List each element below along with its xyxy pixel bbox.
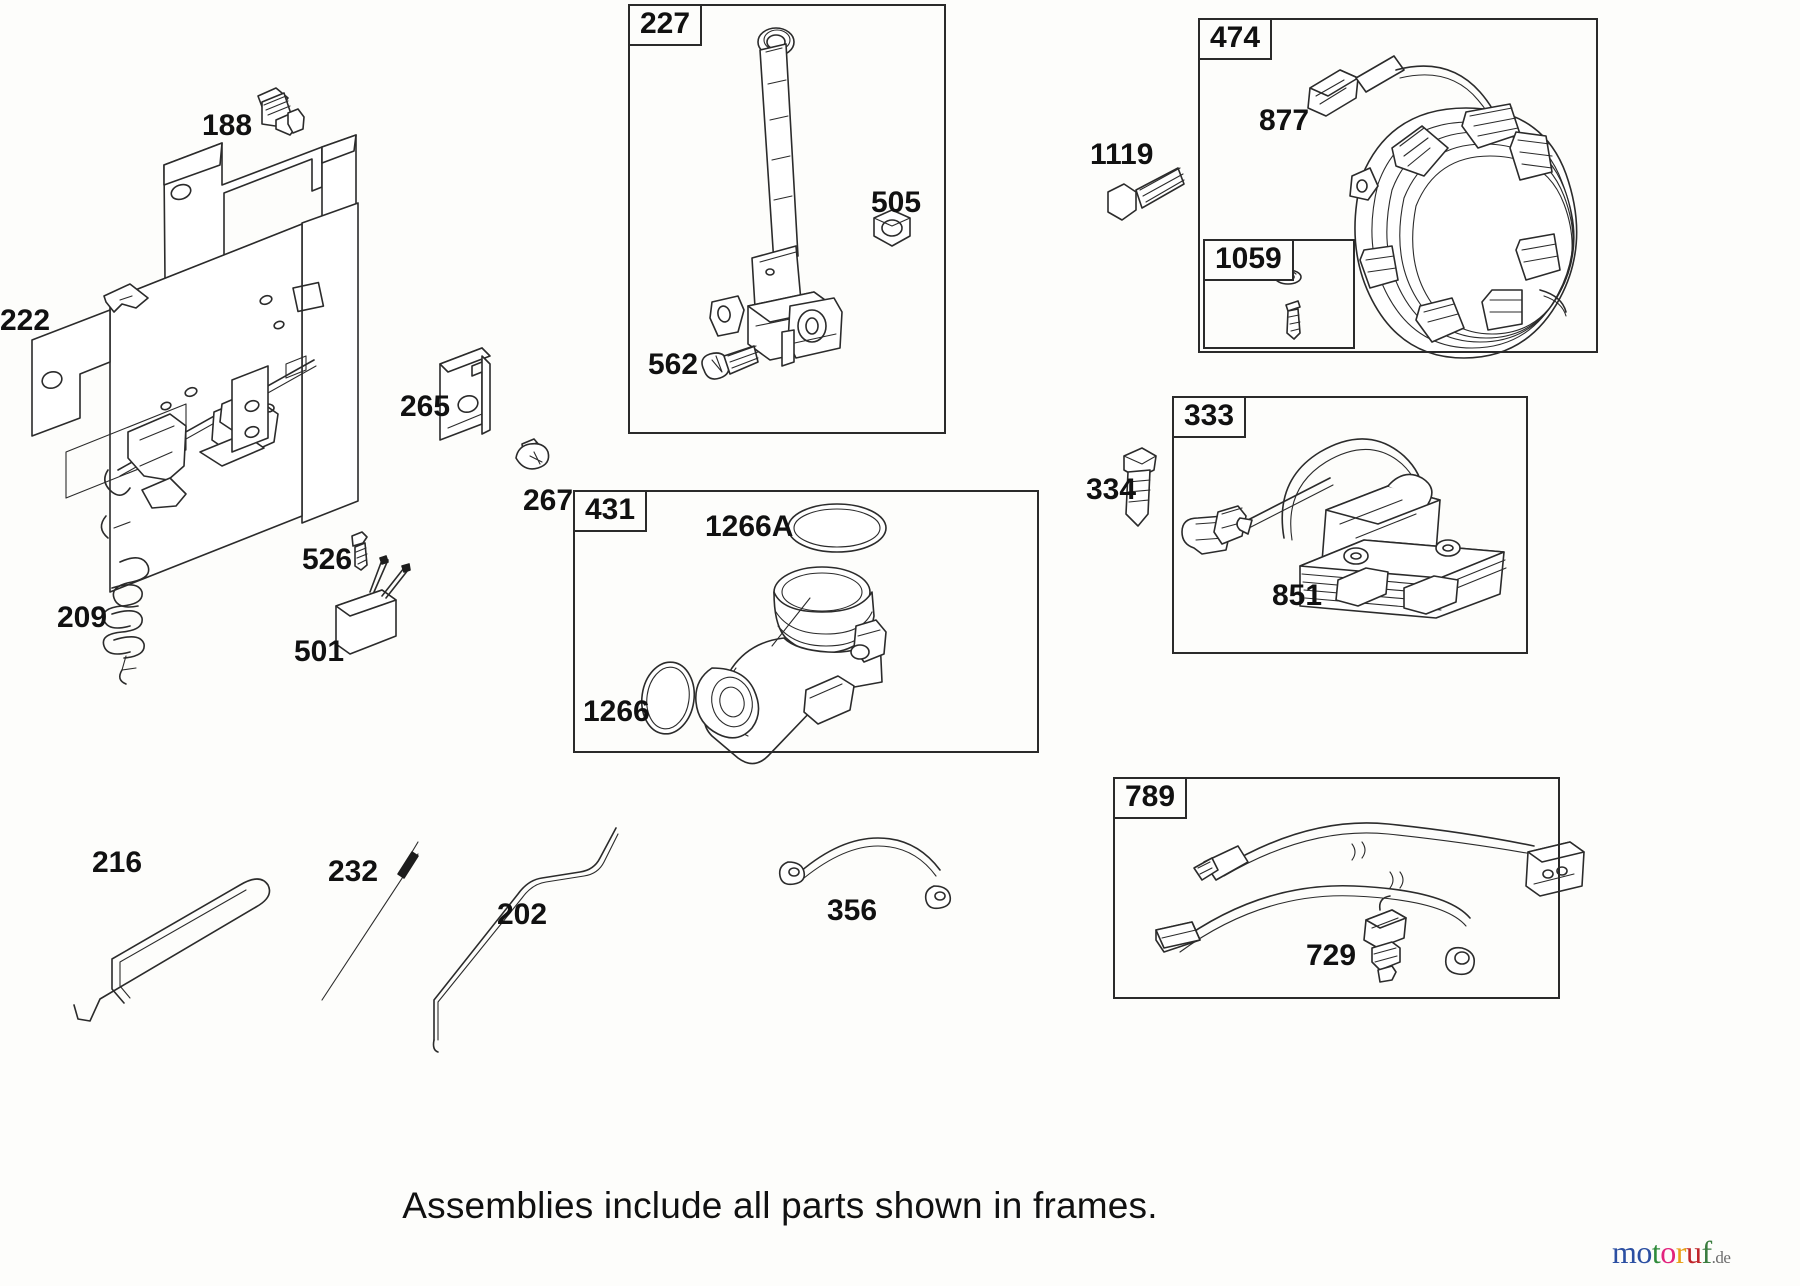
- callout-label-1266: 1266: [583, 695, 650, 728]
- frame-label-333: 333: [1172, 396, 1247, 438]
- callout-label-851: 851: [1272, 579, 1323, 612]
- frame-label-1059: 1059: [1203, 239, 1294, 281]
- assembly-frame-1059: 1059: [1203, 239, 1355, 349]
- callout-label-265: 265: [400, 390, 451, 423]
- part-1119-bolt: [1107, 167, 1185, 221]
- part-267-screw: [515, 438, 550, 470]
- assembly-frame-333: 333: [1172, 396, 1528, 654]
- callout-label-526: 526: [302, 543, 353, 576]
- watermark-suffix: .de: [1711, 1248, 1731, 1267]
- assembly-frame-474: 474: [1198, 18, 1598, 353]
- callout-label-562: 562: [648, 348, 699, 381]
- callout-label-1266A: 1266A: [705, 510, 794, 543]
- callout-label-202: 202: [497, 898, 548, 931]
- part-222-bracket: [31, 134, 359, 593]
- callout-label-877: 877: [1259, 104, 1310, 137]
- callout-label-222: 222: [0, 304, 51, 337]
- frame-label-474: 474: [1198, 18, 1273, 60]
- assembly-frame-431: 431: [573, 490, 1039, 753]
- part-526-screw: [351, 531, 368, 571]
- callout-label-1119: 1119: [1090, 138, 1154, 171]
- frame-label-227: 227: [628, 4, 703, 46]
- callout-label-729: 729: [1306, 939, 1357, 972]
- callout-label-267: 267: [523, 484, 574, 517]
- assembly-frame-789: 789: [1113, 777, 1560, 999]
- part-216-rod: [73, 878, 271, 1022]
- part-202-rod: [432, 827, 619, 1053]
- frame-label-789: 789: [1113, 777, 1188, 819]
- callout-label-216: 216: [92, 846, 143, 879]
- diagram-caption: Assemblies include all parts shown in fr…: [402, 1185, 1158, 1226]
- frame-label-431: 431: [573, 490, 648, 532]
- callout-label-501: 501: [294, 635, 345, 668]
- assembly-frame-227: 227: [628, 4, 946, 434]
- part-209-spring: [102, 557, 150, 685]
- callout-label-356: 356: [827, 894, 878, 927]
- motoruf-watermark: motoruf.de: [1612, 1234, 1731, 1270]
- part-188-screw: [257, 87, 305, 136]
- callout-label-232: 232: [328, 855, 379, 888]
- callout-label-334: 334: [1086, 473, 1137, 506]
- callout-label-209: 209: [57, 601, 108, 634]
- callout-label-188: 188: [202, 109, 253, 142]
- callout-label-505: 505: [871, 186, 922, 219]
